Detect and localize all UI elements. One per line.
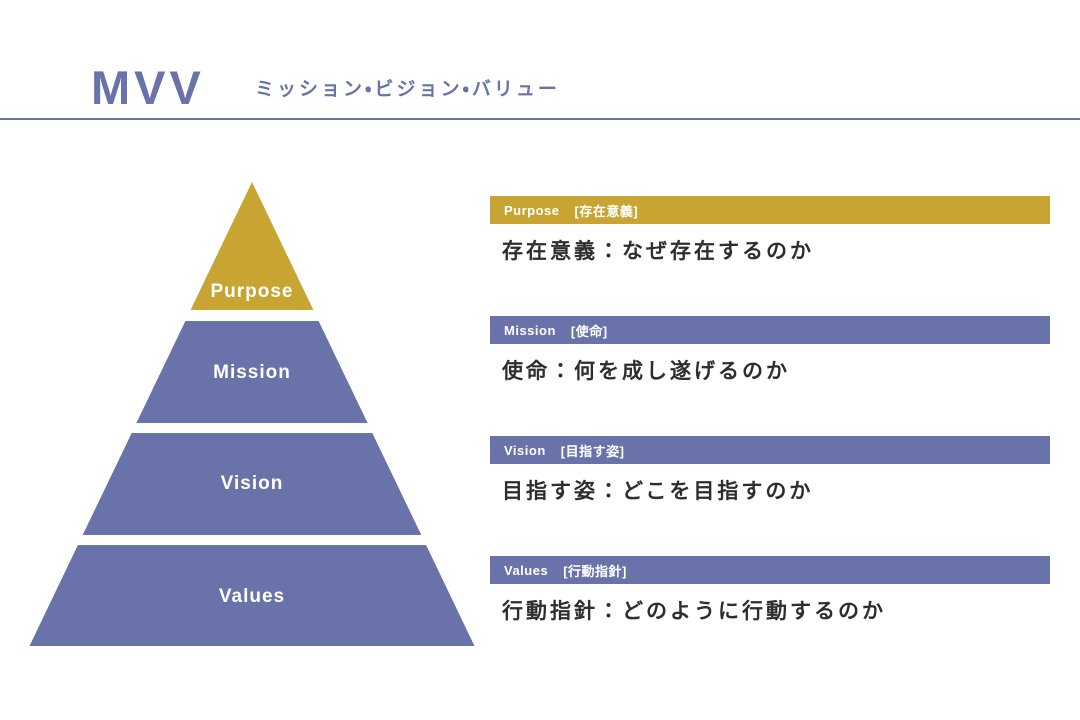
row-label-en: Values <box>504 562 549 578</box>
row-description-values: 行動指針：どのように行動するのか <box>502 600 886 623</box>
pyramid-level-values-shape <box>29 545 475 646</box>
row-header-bar-vision: Vision [目指す姿] <box>490 436 1050 464</box>
pyramid-level-purpose-shape <box>190 182 314 310</box>
row-description-purpose: 存在意義：なぜ存在するのか <box>502 240 814 263</box>
row-header-bar-purpose: Purpose [存在意義] <box>490 196 1050 224</box>
row-label-ja: [存在意義] <box>574 203 639 219</box>
pyramid-label-purpose: Purpose <box>210 281 294 302</box>
row-label-en: Mission <box>504 322 556 338</box>
row-description-vision: 目指す姿：どこを目指すのか <box>502 480 814 503</box>
header-divider <box>0 118 1080 120</box>
row-label-ja: [行動指針] <box>563 563 627 579</box>
pyramid-label-vision: Vision <box>220 473 284 494</box>
row-description-mission: 使命：何を成し遂げるのか <box>502 360 790 383</box>
info-row-vision: Vision [目指す姿] 目指す姿：どこを目指すのか <box>490 436 1050 505</box>
row-label-ja: [目指す姿] <box>560 443 625 459</box>
row-label-en: Vision <box>504 442 546 458</box>
row-header-bar-mission: Mission [使命] <box>490 316 1050 344</box>
row-header-bar-values: Values [行動指針] <box>490 556 1050 584</box>
pyramid-label-mission: Mission <box>213 362 291 383</box>
info-row-purpose: Purpose [存在意義] 存在意義：なぜ存在するのか <box>490 196 1050 265</box>
info-row-values: Values [行動指針] 行動指針：どのように行動するのか <box>490 556 1050 625</box>
pyramid-label-values: Values <box>218 586 286 607</box>
pyramid-level-vision-shape <box>82 433 422 535</box>
page-title: MVV <box>91 61 205 114</box>
pyramid-level-mission-shape <box>136 321 368 423</box>
row-label-en: Purpose <box>504 202 560 218</box>
page-subtitle: ミッション・ビジョン・バリュー <box>255 79 560 100</box>
info-row-mission: Mission [使命] 使命：何を成し遂げるのか <box>490 316 1050 385</box>
row-label-ja: [使命] <box>570 323 608 339</box>
